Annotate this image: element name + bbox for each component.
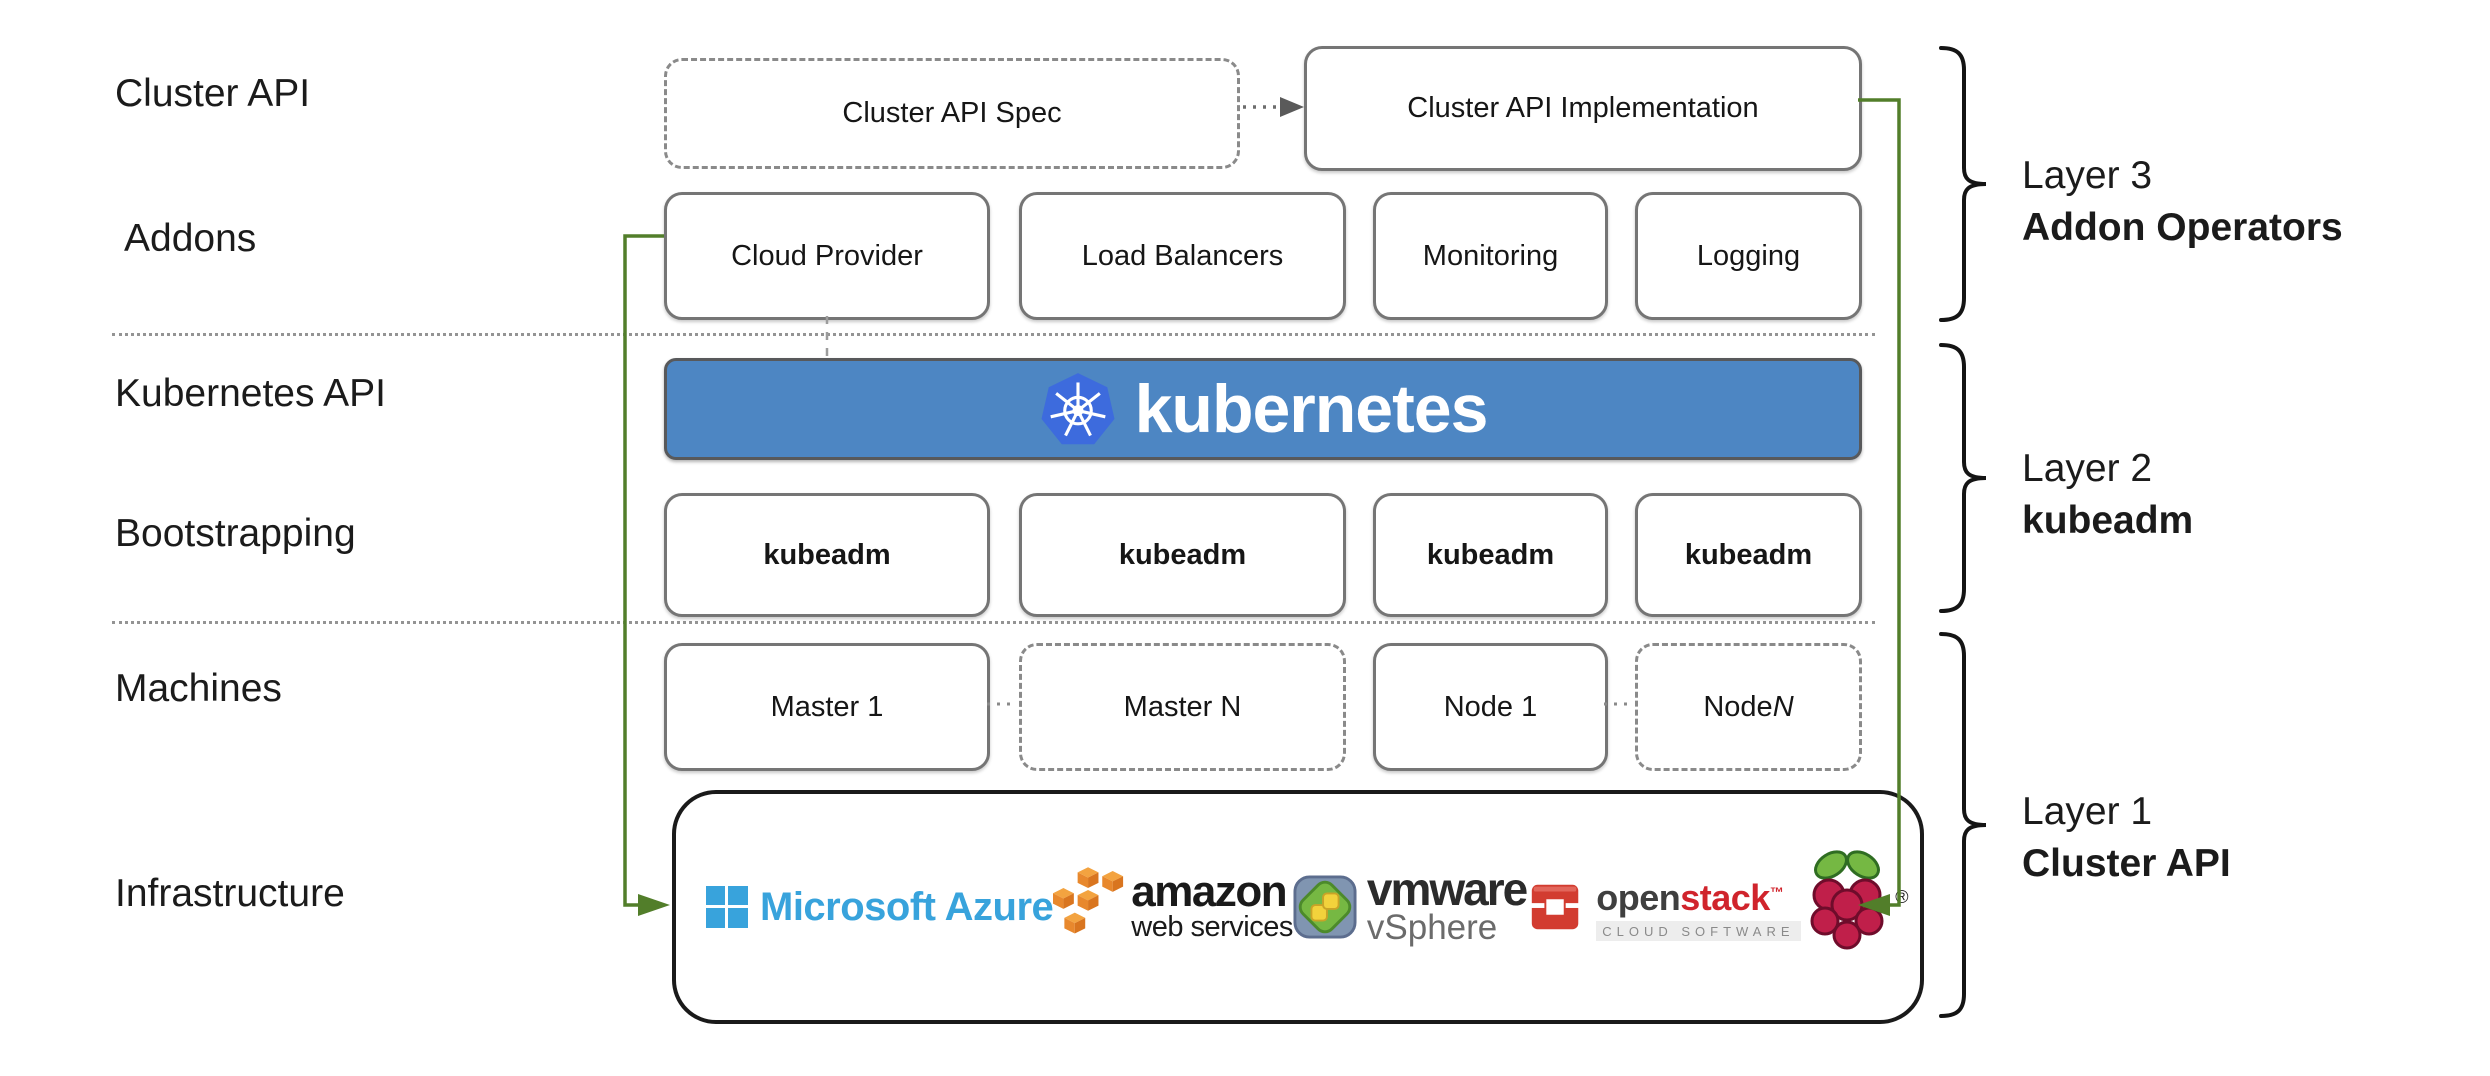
cluster-api-spec-label: Cluster API Spec [842, 97, 1062, 129]
separator-bootstrapping-machines [112, 621, 1875, 624]
aws-sublabel: web services [1131, 911, 1293, 943]
rpi-registered-mark: ® [1895, 887, 1909, 907]
layer1-brace [1939, 632, 1987, 1018]
openstack-tm: ™ [1769, 884, 1784, 900]
layer3-title: Layer 3 [2022, 154, 2153, 197]
box-logging: Logging [1635, 192, 1862, 320]
box-cloud-provider: Cloud Provider [664, 192, 990, 320]
box-kubeadm-4: kubeadm [1635, 493, 1862, 617]
row-label-kubernetes-api: Kubernetes API [115, 372, 387, 415]
openstack-icon [1528, 884, 1583, 930]
layer3-label: Layer 3 Addon Operators [2022, 150, 2343, 254]
box-node-n: Node N [1635, 643, 1862, 771]
kubernetes-bar: kubernetes [664, 358, 1862, 460]
layer1-subtitle: Cluster API [2022, 842, 2231, 885]
layer2-subtitle: kubeadm [2022, 499, 2194, 542]
openstack-open: open [1596, 877, 1681, 918]
node-n-label: Node [1703, 690, 1773, 723]
vmware-label: vmware [1366, 863, 1528, 915]
master-n-label: Master N [1123, 690, 1242, 723]
aws-cubes-icon [1053, 867, 1124, 934]
box-master-1: Master 1 [664, 643, 990, 771]
openstack-sublabel: CLOUD SOFTWARE [1596, 921, 1801, 941]
layer1-title: Layer 1 [2022, 790, 2153, 833]
node-n-italic: N [1772, 690, 1794, 723]
kubernetes-wordmark: kubernetes [1134, 371, 1489, 447]
vmware-logo: vmware vSphere [1293, 863, 1528, 947]
azure-label: Microsoft Azure [760, 884, 1054, 929]
box-master-n: Master N [1019, 643, 1346, 771]
box-load-balancers: Load Balancers [1019, 192, 1346, 320]
openstack-wordmark: openstack™ [1596, 873, 1784, 918]
cluster-api-implementation-label: Cluster API Implementation [1407, 92, 1759, 124]
row-label-bootstrapping: Bootstrapping [115, 512, 356, 555]
node-1-label: Node 1 [1443, 690, 1538, 723]
separator-addons-kubernetes [112, 333, 1875, 336]
box-kubeadm-1: kubeadm [664, 493, 990, 617]
raspberry-pi-logo: ® [1801, 843, 1909, 971]
vmware-sublabel: vSphere [1366, 908, 1498, 947]
layer2-label: Layer 2 kubeadm [2022, 443, 2193, 547]
cloud-provider-label: Cloud Provider [731, 239, 923, 272]
row-label-infrastructure: Infrastructure [115, 872, 345, 915]
openstack-logo: openstack™ CLOUD SOFTWARE [1526, 873, 1801, 941]
logging-label: Logging [1696, 239, 1801, 272]
master-1-label: Master 1 [770, 690, 884, 723]
kubernetes-logo-icon [1041, 373, 1115, 445]
box-node-1: Node 1 [1373, 643, 1608, 771]
row-label-machines: Machines [115, 667, 282, 710]
spec-to-implementation-arrow [1243, 97, 1304, 117]
aws-logo: amazon web services [1053, 867, 1293, 947]
vmware-vsphere-icon [1293, 875, 1357, 939]
aws-label: amazon [1131, 867, 1287, 916]
layer2-title: Layer 2 [2022, 447, 2153, 490]
row-label-cluster-api: Cluster API [115, 72, 311, 115]
kubeadm-label: kubeadm [1426, 538, 1555, 571]
layer3-brace [1939, 46, 1987, 322]
openstack-stack: stack [1680, 877, 1770, 918]
row-label-addons: Addons [124, 217, 257, 260]
box-cluster-api-spec: Cluster API Spec [664, 58, 1240, 169]
microsoft-azure-logo: Microsoft Azure [706, 884, 1054, 930]
box-kubeadm-2: kubeadm [1019, 493, 1346, 617]
box-kubeadm-3: kubeadm [1373, 493, 1608, 617]
raspberry-pi-icon [1810, 850, 1884, 950]
kubeadm-label: kubeadm [1684, 538, 1813, 571]
monitoring-label: Monitoring [1422, 239, 1559, 272]
kubeadm-label: kubeadm [763, 538, 891, 571]
layer2-brace [1939, 343, 1987, 613]
box-monitoring: Monitoring [1373, 192, 1608, 320]
layer1-label: Layer 1 Cluster API [2022, 786, 2231, 890]
box-cluster-api-implementation: Cluster API Implementation [1304, 46, 1862, 171]
kubeadm-label: kubeadm [1118, 538, 1247, 571]
box-infrastructure: Microsoft Azure amazon web services [672, 790, 1924, 1024]
azure-window-icon [706, 886, 748, 928]
load-balancers-label: Load Balancers [1081, 239, 1284, 272]
layer3-subtitle: Addon Operators [2022, 206, 2343, 249]
